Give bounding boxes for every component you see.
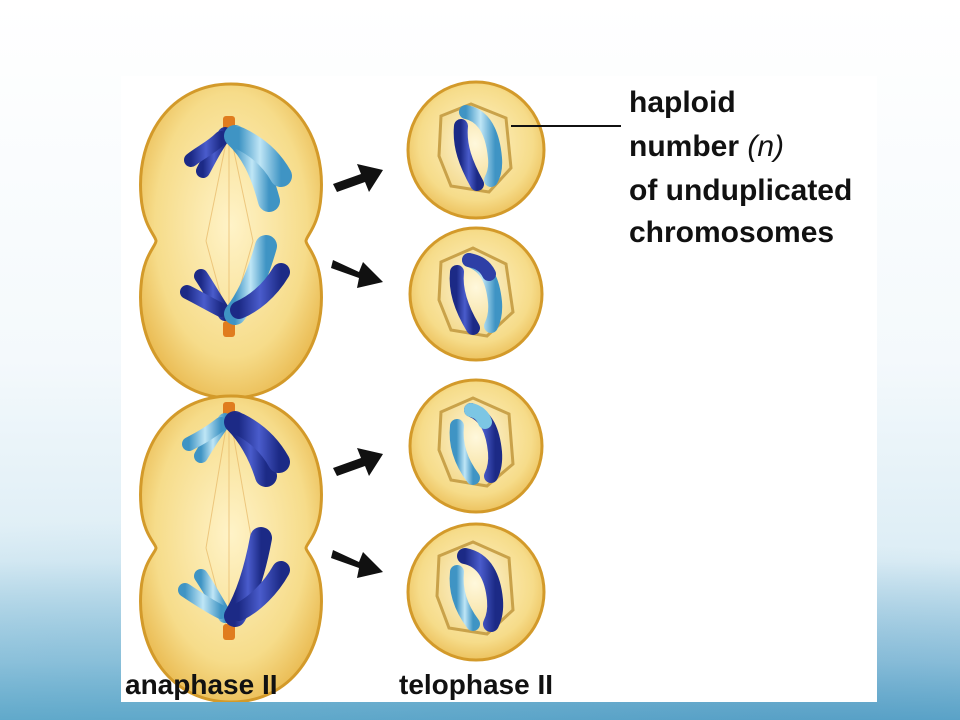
callout-line-4: chromosomes — [629, 216, 834, 249]
meiosis-diagram: haploid number (n) of unduplicated chrom… — [125, 80, 852, 702]
chromosome-light — [464, 403, 492, 429]
chromosome-light — [228, 127, 292, 187]
arrow-icon — [333, 164, 383, 192]
centrosome-bottom — [223, 321, 235, 337]
chromosome-dark — [180, 285, 228, 317]
chromosome-dark — [457, 548, 504, 632]
chromosome-light — [449, 565, 480, 631]
chromosome-dark — [453, 119, 484, 191]
arrow-icon — [331, 260, 383, 288]
arrows — [331, 164, 383, 578]
telophase-cell-1 — [406, 80, 546, 220]
chromosome-light — [449, 419, 480, 485]
stage-label-telophase: telophase II — [399, 669, 553, 700]
chromosome-dark — [184, 131, 228, 167]
chromosome-dark — [230, 561, 290, 621]
chromosome-dark — [230, 263, 290, 319]
chromosome-light — [459, 105, 503, 187]
arrow-icon — [333, 448, 383, 476]
chromosome-light — [182, 417, 228, 451]
callout-line-3: of unduplicated — [629, 174, 852, 207]
telophase-cell-3 — [408, 378, 544, 514]
telophase-cell-2 — [408, 226, 544, 362]
callout-line-2-prefix: number — [629, 130, 747, 163]
anaphase-cell-bottom — [139, 394, 323, 702]
telophase-cell-4 — [406, 522, 546, 662]
stage-label-anaphase: anaphase II — [125, 669, 278, 700]
centrosome-bottom — [223, 624, 235, 640]
chromosome-dark — [228, 413, 290, 473]
chromosome-dark — [462, 253, 496, 281]
diagram-panel: haploid number (n) of unduplicated chrom… — [121, 76, 877, 702]
callout-line-2: number (n) — [629, 130, 784, 163]
anaphase-cell-top — [139, 82, 323, 400]
chromosome-dark — [449, 265, 480, 335]
arrow-icon — [331, 550, 383, 578]
chromosome-light — [178, 583, 228, 619]
callout-line-2-italic: (n) — [747, 130, 784, 163]
callout-line-1: haploid — [629, 86, 736, 119]
